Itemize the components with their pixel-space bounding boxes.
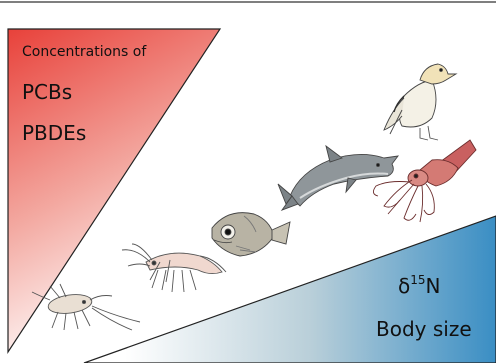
squid-icon [373,140,476,222]
hatchetfish-icon [212,213,290,256]
isotope-superscript: 15 [410,273,425,287]
gannet-icon [384,64,456,140]
concentrations-label: Concentrations of [22,44,147,60]
delta-symbol: δ [398,274,410,298]
pcbs-label: PCBs [22,80,72,104]
krill-icon [122,244,226,292]
pbdes-label: PBDEs [22,121,86,145]
dolphin-icon [278,146,398,210]
body-size-label: Body size [376,317,472,341]
left-wedge [8,29,220,352]
nitrogen-symbol: N [426,274,441,298]
